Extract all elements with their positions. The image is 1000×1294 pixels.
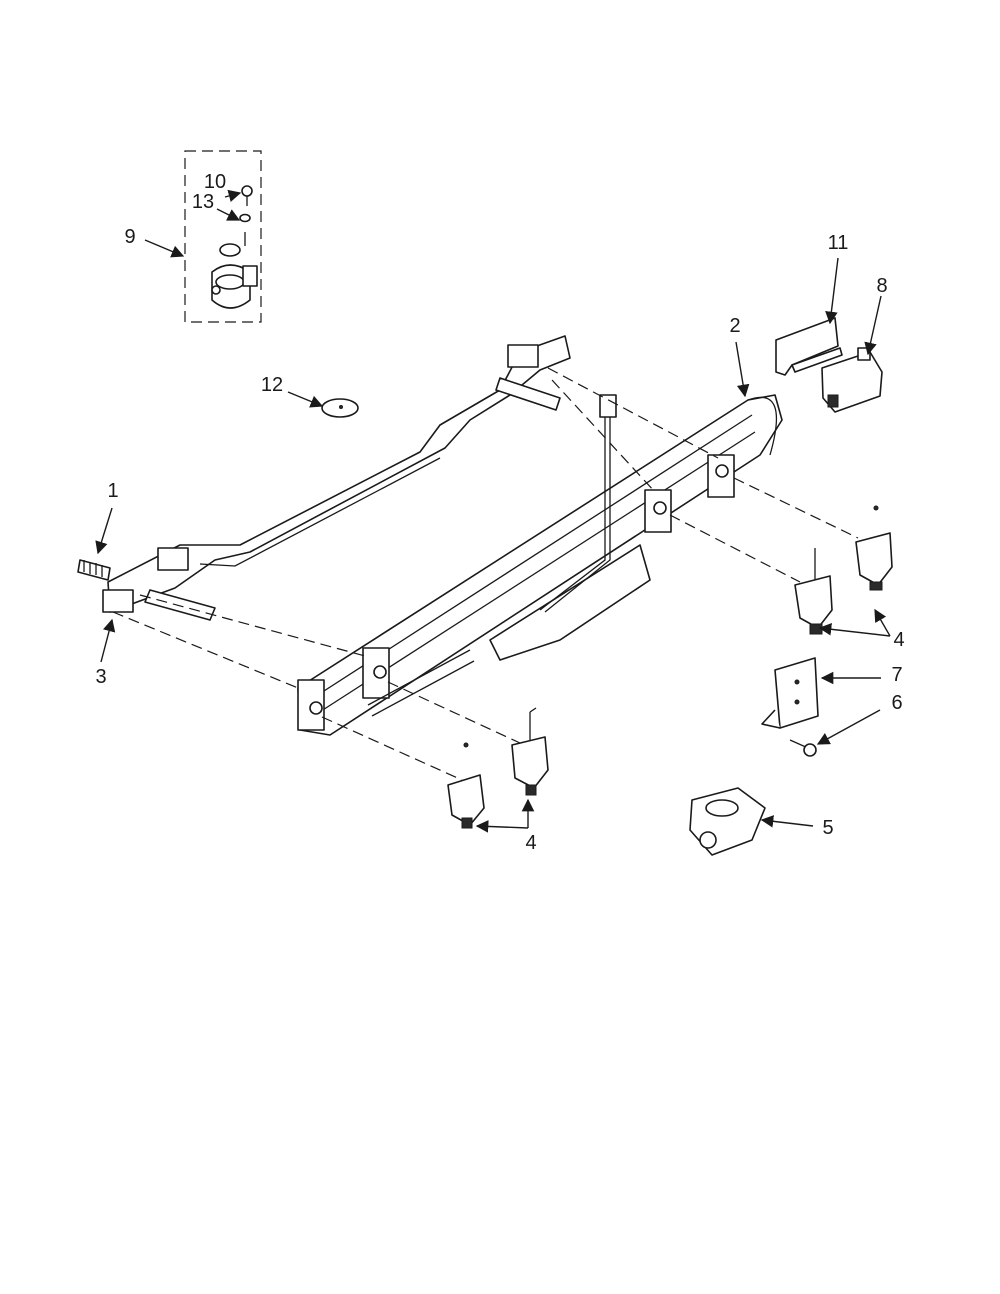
regulator-5 xyxy=(689,787,766,856)
bracket-7 xyxy=(761,657,819,729)
manifold-tube-3 xyxy=(102,335,571,621)
callout-11: 11 xyxy=(828,232,849,254)
valve-4-front-left xyxy=(447,742,485,829)
disc-12 xyxy=(321,398,359,418)
washer-13 xyxy=(239,213,251,246)
callout-1: 1 xyxy=(107,480,118,502)
alignment-lines xyxy=(112,367,859,781)
screw-10 xyxy=(241,185,253,206)
valve-4-rear-left xyxy=(794,548,833,635)
callout-5: 5 xyxy=(822,817,833,839)
regulator-9 xyxy=(211,243,258,309)
leader-arrows xyxy=(95,189,891,833)
callout-2: 2 xyxy=(729,315,740,337)
callout-10: 10 xyxy=(204,171,226,193)
callout-9: 9 xyxy=(124,226,135,248)
orifice-1 xyxy=(77,559,111,581)
valve-4-front-right xyxy=(511,707,549,796)
callout-12: 12 xyxy=(261,374,283,396)
screw-6 xyxy=(789,739,817,757)
callout-8: 8 xyxy=(876,275,887,297)
kit-9-box xyxy=(184,150,262,323)
callout-4-front: 4 xyxy=(525,832,536,854)
callout-13: 13 xyxy=(192,191,214,213)
callout-6: 6 xyxy=(891,692,902,714)
valve-4-rear-right xyxy=(855,505,893,591)
callout-7: 7 xyxy=(891,664,902,686)
manifold-rail-2 xyxy=(297,394,783,736)
callout-3: 3 xyxy=(95,666,106,688)
callout-4-rear: 4 xyxy=(893,629,904,651)
